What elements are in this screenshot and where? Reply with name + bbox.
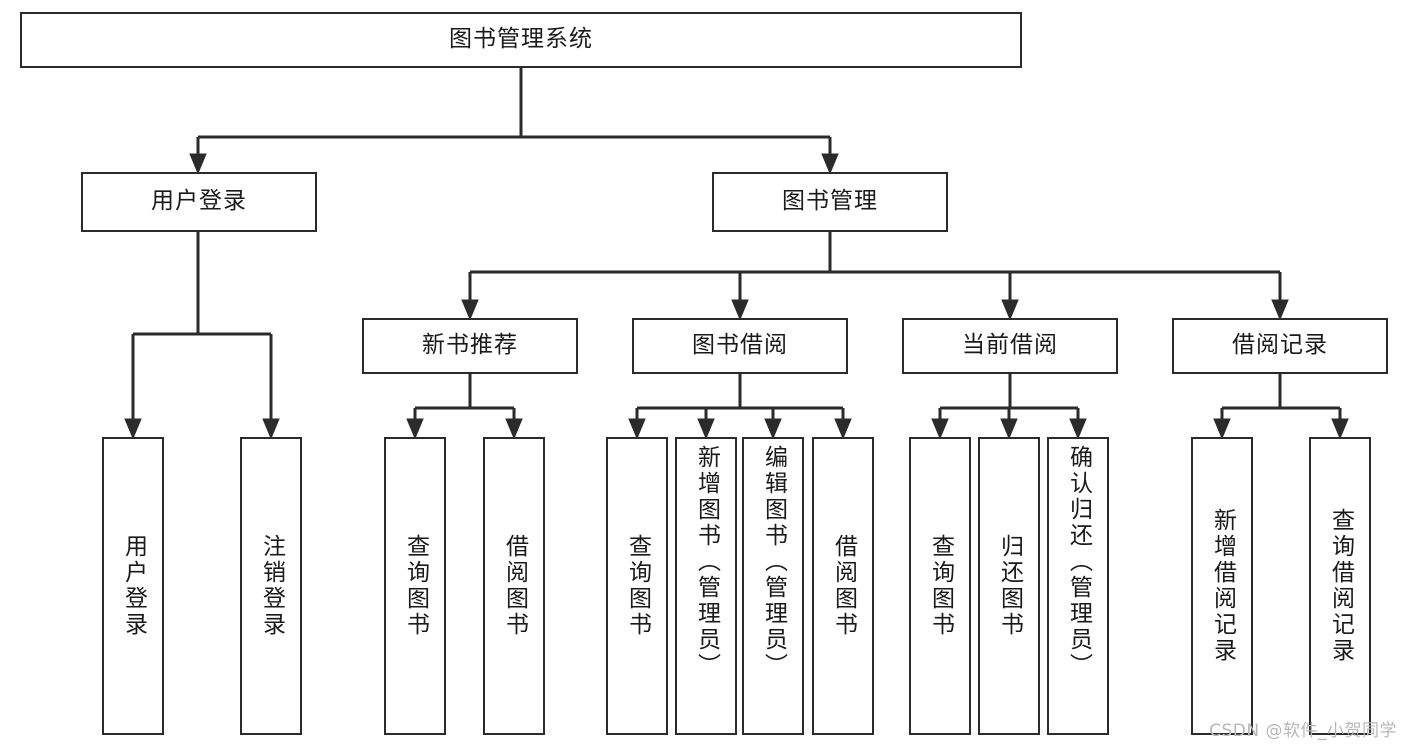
leaf-query-book-3[interactable]: 查询图书 bbox=[909, 437, 971, 735]
leaf-borrow-book-1[interactable]: 借阅图书 bbox=[483, 437, 545, 735]
node-root-book-management-system[interactable]: 图书管理系统 bbox=[20, 12, 1022, 68]
node-label: 借阅图书 bbox=[830, 534, 857, 638]
node-current-borrow[interactable]: 当前借阅 bbox=[902, 318, 1118, 374]
leaf-logout-login[interactable]: 注销登录 bbox=[240, 437, 302, 735]
node-label: 新书推荐 bbox=[422, 332, 518, 359]
node-label: 用户登录 bbox=[120, 534, 147, 638]
leaf-query-record[interactable]: 查询借阅记录 bbox=[1309, 437, 1371, 735]
node-label: 图书管理 bbox=[782, 188, 878, 215]
leaf-add-book[interactable]: 新增图书（管理员） bbox=[675, 437, 737, 735]
node-new-book-recommend[interactable]: 新书推荐 bbox=[362, 318, 578, 374]
node-label: 图书管理系统 bbox=[449, 26, 593, 53]
node-borrow-record[interactable]: 借阅记录 bbox=[1172, 318, 1388, 374]
node-label: 用户登录 bbox=[151, 188, 247, 215]
node-book-borrow[interactable]: 图书借阅 bbox=[632, 318, 848, 374]
leaf-query-book-1[interactable]: 查询图书 bbox=[384, 437, 446, 735]
node-label: 图书借阅 bbox=[692, 332, 788, 359]
node-label: 查询图书 bbox=[402, 534, 429, 638]
leaf-confirm-return[interactable]: 确认归还（管理员） bbox=[1047, 437, 1109, 735]
node-label: 新增借阅记录 bbox=[1209, 508, 1236, 664]
csdn-watermark: CSDN @软件_小贺同学 bbox=[1209, 721, 1397, 741]
node-label: 查询借阅记录 bbox=[1327, 508, 1354, 664]
leaf-add-record[interactable]: 新增借阅记录 bbox=[1191, 437, 1253, 735]
node-user-login[interactable]: 用户登录 bbox=[81, 172, 317, 232]
node-label: 注销登录 bbox=[258, 534, 285, 638]
leaf-return-book[interactable]: 归还图书 bbox=[978, 437, 1040, 735]
node-label: 归还图书 bbox=[996, 534, 1023, 638]
node-label: 当前借阅 bbox=[962, 332, 1058, 359]
node-label: 借阅图书 bbox=[501, 534, 528, 638]
node-label: 编辑图书（管理员） bbox=[760, 445, 787, 679]
node-label: 确认归还（管理员） bbox=[1065, 445, 1092, 679]
leaf-query-book-2[interactable]: 查询图书 bbox=[606, 437, 668, 735]
leaf-user-login[interactable]: 用户登录 bbox=[102, 437, 164, 735]
node-label: 新增图书（管理员） bbox=[693, 445, 720, 679]
leaf-borrow-book-2[interactable]: 借阅图书 bbox=[812, 437, 874, 735]
leaf-edit-book[interactable]: 编辑图书（管理员） bbox=[742, 437, 804, 735]
node-label: 查询图书 bbox=[927, 534, 954, 638]
node-book-manage[interactable]: 图书管理 bbox=[712, 172, 948, 232]
node-label: 查询图书 bbox=[624, 534, 651, 638]
node-label: 借阅记录 bbox=[1232, 332, 1328, 359]
